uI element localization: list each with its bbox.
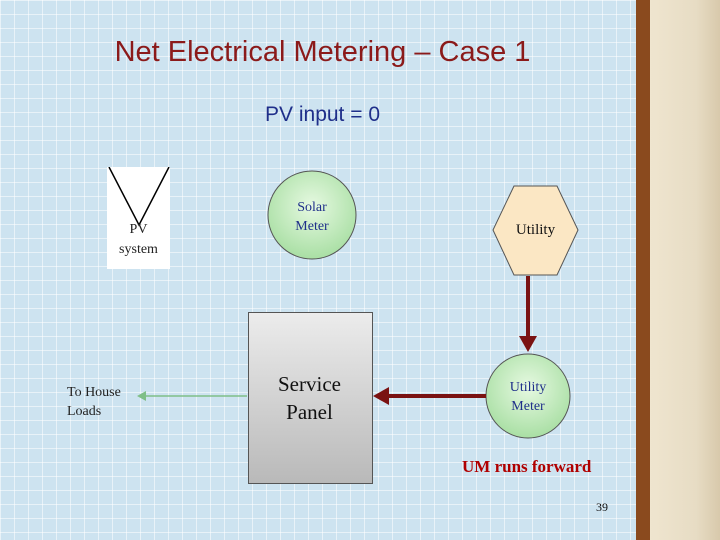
pv-label-line1: PV (129, 222, 148, 237)
house-loads-line1: To House (67, 385, 121, 400)
utility-meter-line1: Utility (509, 380, 547, 395)
pv-v-shape (108, 166, 170, 227)
utility-meter-line2: Meter (511, 399, 545, 414)
slide-subtitle: PV input = 0 (265, 103, 380, 126)
meter-to-panel-arrowhead (373, 387, 389, 405)
service-panel-label: Service Panel (248, 370, 371, 426)
page-number: 39 (596, 500, 608, 514)
pv-system-label: PV system (107, 220, 170, 260)
um-status-text: UM runs forward (462, 457, 592, 476)
utility-to-meter-arrowhead (519, 336, 537, 352)
solar-meter-circle (267, 170, 357, 260)
utility-label: Utility (515, 222, 556, 238)
ruler-decoration (636, 0, 720, 540)
house-loads-label: To House Loads (67, 383, 121, 421)
service-panel-box (248, 312, 373, 484)
utility-meter-label: Utility Meter (488, 378, 568, 416)
utility-hexagon (492, 185, 579, 276)
service-panel-line2: Panel (286, 400, 333, 424)
pv-label-line2: system (119, 242, 158, 257)
solar-meter-label: Solar Meter (272, 198, 352, 236)
solar-meter-line1: Solar (297, 200, 327, 215)
panel-to-loads-arrowhead (137, 391, 146, 401)
slide-title: Net Electrical Metering – Case 1 (114, 36, 531, 68)
solar-meter-line2: Meter (295, 219, 329, 234)
house-loads-line2: Loads (67, 404, 102, 419)
service-panel-line1: Service (278, 372, 341, 396)
pv-system-box (107, 166, 170, 269)
